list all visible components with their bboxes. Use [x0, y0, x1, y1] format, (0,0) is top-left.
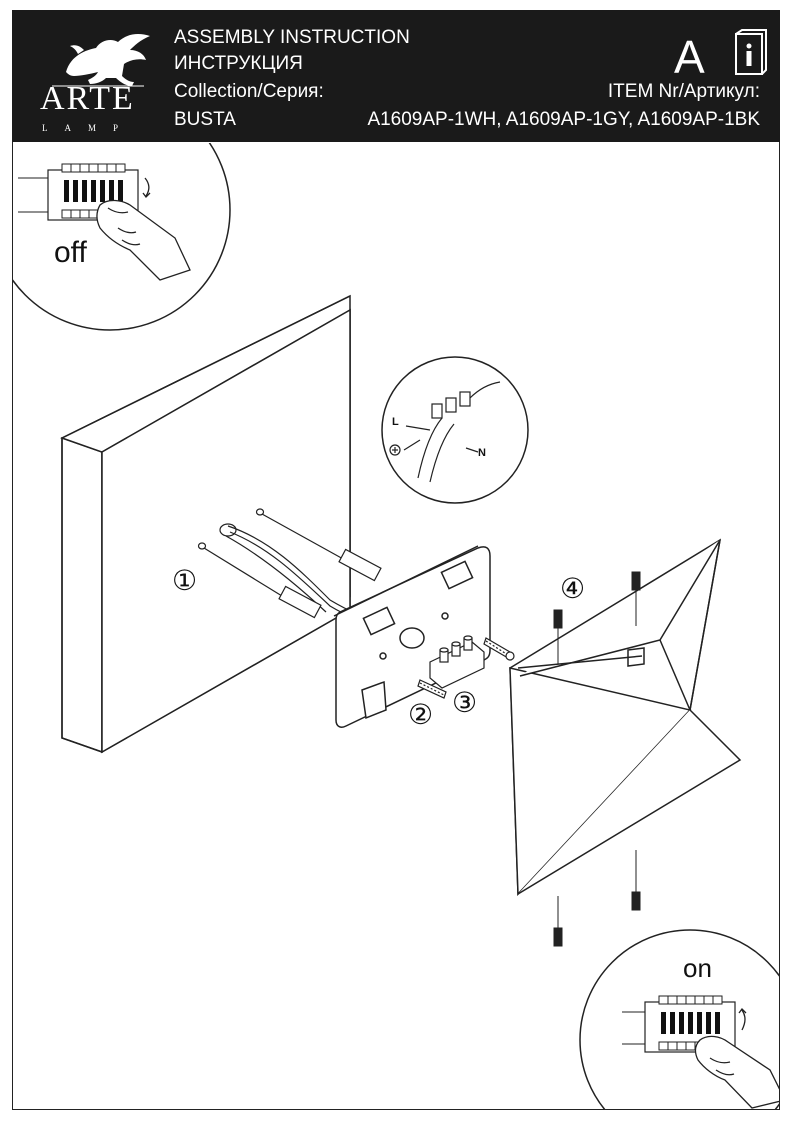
collection-value: BUSTA — [174, 109, 236, 130]
fixing-screws — [417, 637, 515, 699]
title-english: ASSEMBLY INSTRUCTION — [174, 27, 410, 48]
item-value: A1609AP-1WH, A1609AP-1GY, A1609AP-1BK — [367, 109, 760, 130]
switch-on-panel — [579, 929, 779, 1109]
wire-label-neutral: N — [478, 447, 486, 459]
wall-anchors — [197, 508, 382, 619]
info-book-icon — [735, 29, 767, 75]
switch-on-label: on — [683, 953, 712, 983]
language-letter: A — [674, 31, 705, 83]
lamp-shade — [509, 538, 742, 896]
hand-on-icon — [694, 1035, 779, 1109]
step-label-3: ③ — [452, 686, 477, 719]
shade-screws — [553, 571, 641, 947]
wiring-detail-icon — [389, 381, 501, 483]
brand-name: ARTE — [40, 80, 135, 117]
terminal-block — [429, 635, 485, 689]
wire-label-live: L — [392, 416, 399, 428]
step-label-4: ④ — [560, 572, 585, 605]
header-bar: ARTE LAMP ASSEMBLY INSTRUCTION ИНСТРУКЦИ… — [12, 10, 780, 142]
wiring-detail-panel: L N — [381, 356, 529, 504]
collection-label: Collection/Серия: — [174, 81, 324, 102]
griffin-logo-icon — [52, 34, 150, 87]
step-label-1: ① — [172, 564, 197, 597]
mounting-plate — [333, 545, 491, 728]
title-russian: ИНСТРУКЦИЯ — [174, 53, 303, 74]
switch-off-panel — [13, 143, 231, 331]
hand-off-icon — [96, 199, 191, 281]
switch-off-label: off — [54, 236, 87, 269]
brand-subtitle: LAMP — [42, 123, 136, 133]
item-label: ITEM Nr/Артикул: — [607, 81, 760, 102]
step-label-2: ② — [408, 698, 433, 731]
